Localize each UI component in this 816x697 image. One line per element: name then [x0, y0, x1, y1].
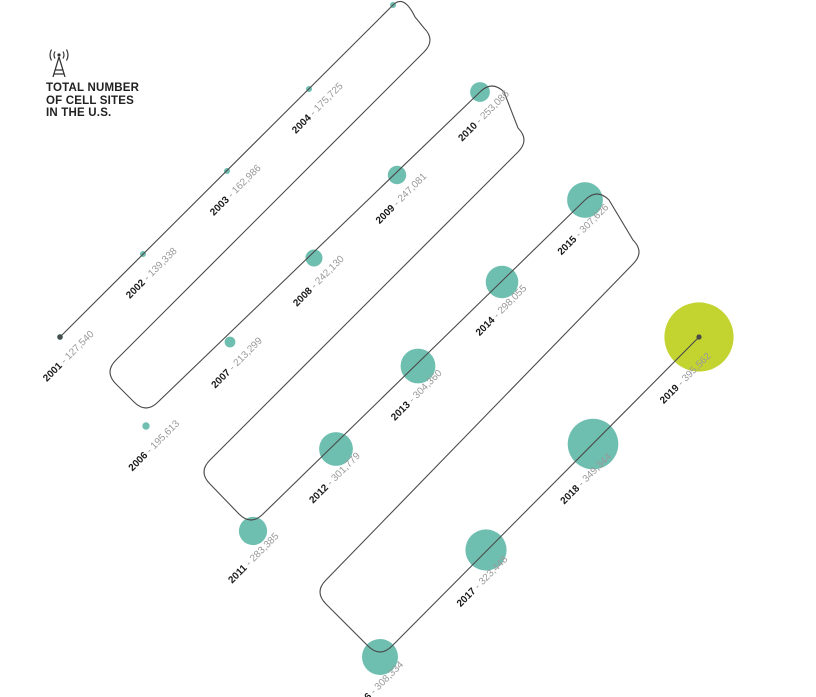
- data-label-2003: 2003 - 162,986: [208, 163, 264, 219]
- bubble-2014: [485, 265, 519, 299]
- bubble-2009: [387, 165, 407, 185]
- bubble-2008: [305, 249, 323, 267]
- bubble-2006: [142, 422, 150, 430]
- cell-tower-icon: [49, 49, 69, 78]
- bubble-2017: [465, 529, 507, 571]
- year-label-2016: 2016: [351, 691, 375, 697]
- bubble-2007: [224, 336, 236, 348]
- value-label-2003: - 162,986: [224, 163, 264, 203]
- data-label-2002: 2002 - 139,338: [124, 246, 180, 302]
- data-label-2001: 2001 - 127,540: [41, 329, 97, 385]
- bubble-2013: [400, 348, 436, 384]
- title-line-3: IN THE U.S.: [46, 107, 112, 119]
- chart-title: TOTAL NUMBER OF CELL SITES IN THE U.S.: [46, 48, 139, 120]
- bubble-2011: [238, 516, 268, 546]
- connector-path: [59, 0, 700, 653]
- path-end-dot: [696, 334, 702, 340]
- data-label-2004: 2004 - 175,725: [290, 81, 346, 137]
- title-line-1: TOTAL NUMBER: [46, 82, 140, 94]
- path-start-dot: [57, 334, 63, 340]
- title-line-2: OF CELL SITES: [46, 94, 135, 107]
- data-label-2006: 2006 - 195,613: [127, 418, 183, 474]
- bubble-2012: [319, 432, 353, 466]
